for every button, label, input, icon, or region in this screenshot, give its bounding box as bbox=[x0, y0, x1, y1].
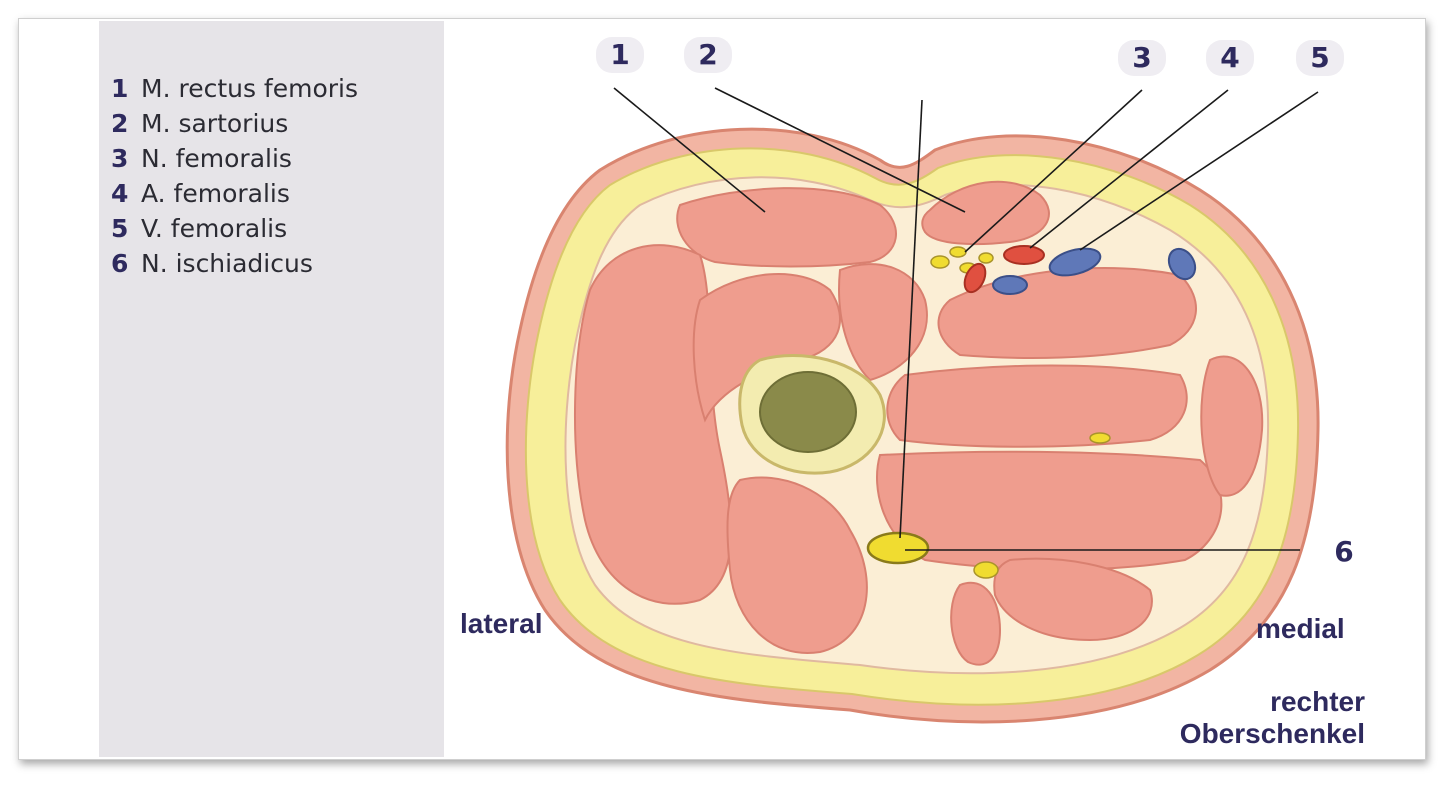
sciatic-nerve bbox=[868, 533, 928, 563]
bone-marrow bbox=[760, 372, 856, 452]
femoral-artery bbox=[1004, 246, 1044, 264]
deep-femoral-vein bbox=[993, 276, 1027, 294]
adductor-magnus-muscle bbox=[877, 452, 1221, 570]
adductor-brevis-muscle bbox=[887, 366, 1186, 447]
callout-2: 2 bbox=[684, 37, 732, 73]
callout-4: 4 bbox=[1206, 40, 1254, 76]
small-nerve bbox=[974, 562, 998, 578]
callout-5: 5 bbox=[1296, 40, 1344, 76]
caption-line-1: rechter bbox=[1180, 686, 1365, 718]
rectus-femoris-muscle bbox=[677, 188, 896, 266]
callout-1: 1 bbox=[596, 37, 644, 73]
label-lateral: lateral bbox=[460, 608, 543, 640]
small-vessel bbox=[1090, 433, 1110, 443]
label-medial: medial bbox=[1256, 613, 1345, 645]
callout-6: 6 bbox=[1320, 534, 1368, 570]
figure-caption: rechter Oberschenkel bbox=[1180, 686, 1365, 750]
callout-3: 3 bbox=[1118, 40, 1166, 76]
caption-line-2: Oberschenkel bbox=[1180, 718, 1365, 750]
